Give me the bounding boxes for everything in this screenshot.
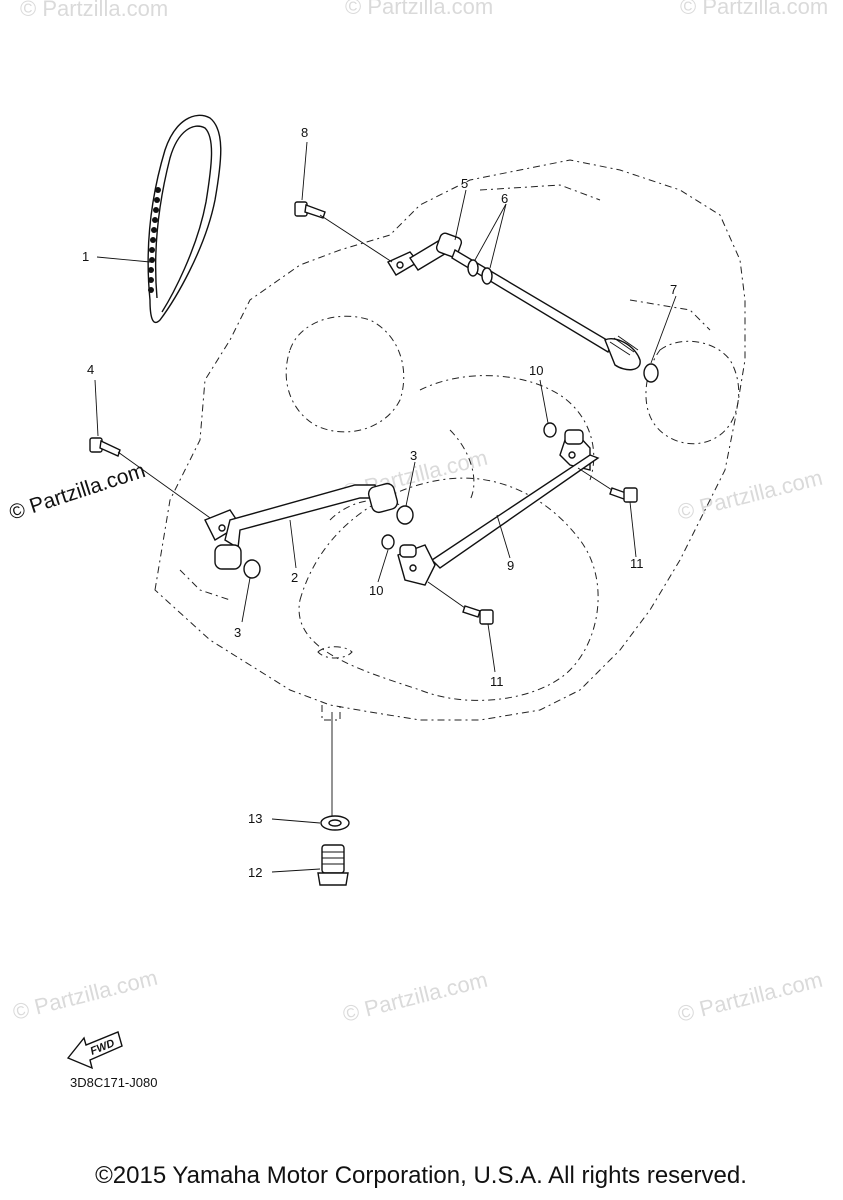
callout-10-bottom: 10 bbox=[369, 583, 383, 598]
watermark-faint: © Partzilla.com bbox=[345, 0, 493, 19]
leader-lines bbox=[94, 141, 677, 873]
callout-1: 1 bbox=[82, 249, 89, 264]
guide-line-4 bbox=[117, 451, 221, 526]
o-ring-3-left bbox=[243, 559, 261, 579]
callout-2: 2 bbox=[291, 570, 298, 585]
gasket-13-hole bbox=[328, 819, 342, 827]
o-ring-7 bbox=[643, 363, 659, 383]
callout-12: 12 bbox=[248, 865, 262, 880]
bolt-11-upper bbox=[609, 487, 638, 503]
oil-delivery-pipe-5 bbox=[386, 232, 641, 371]
callout-11-upper: 11 bbox=[630, 556, 644, 571]
callout-5: 5 bbox=[461, 176, 468, 191]
callout-6: 6 bbox=[501, 191, 508, 206]
watermark-faint: © Partzilla.com bbox=[675, 967, 825, 1027]
o-rings-6 bbox=[467, 259, 493, 285]
watermark-faint: © Partzilla.com bbox=[10, 965, 160, 1025]
bolt-4 bbox=[89, 437, 121, 457]
crankcase-outline bbox=[154, 159, 746, 721]
guide-line-11-lower bbox=[427, 581, 466, 609]
callout-8: 8 bbox=[301, 125, 308, 140]
callout-9: 9 bbox=[507, 558, 514, 573]
callout-4: 4 bbox=[87, 362, 94, 377]
guide-line-11-upper bbox=[577, 467, 613, 491]
callout-13: 13 bbox=[248, 811, 262, 826]
watermarks: © Partzilla.com © Partzilla.com © Partzi… bbox=[10, 0, 828, 1027]
callout-11-lower: 11 bbox=[490, 674, 504, 689]
callout-7: 7 bbox=[670, 282, 677, 297]
callout-labels: 1 2 3 3 4 5 6 7 8 9 10 10 11 11 12 13 bbox=[82, 125, 677, 880]
watermark-faint: © Partzilla.com bbox=[675, 465, 825, 525]
callout-3-right: 3 bbox=[410, 448, 417, 463]
oil-pipe-9 bbox=[397, 429, 600, 586]
bolt-8 bbox=[294, 201, 326, 219]
o-ring-10-top bbox=[543, 422, 557, 438]
guide-line-8 bbox=[319, 214, 393, 263]
o-ring-3-right bbox=[396, 505, 414, 525]
watermark-faint: © Partzilla.com bbox=[680, 0, 828, 19]
diagram-code: 3D8C171-J080 bbox=[70, 1075, 157, 1090]
copyright-footer: ©2015 Yamaha Motor Corporation, U.S.A. A… bbox=[95, 1162, 747, 1189]
callout-3-left: 3 bbox=[234, 625, 241, 640]
watermark-main: © Partzilla.com bbox=[6, 459, 148, 525]
o-ring-10-bottom bbox=[381, 534, 395, 550]
bolt-11-lower bbox=[462, 605, 494, 625]
chain-links bbox=[148, 187, 161, 293]
oil-pipe-2 bbox=[204, 482, 399, 570]
watermark-faint: © Partzilla.com bbox=[340, 967, 490, 1027]
drain-plug-12 bbox=[317, 844, 349, 886]
cam-chain bbox=[147, 114, 222, 324]
watermark-faint: © Partzilla.com bbox=[20, 0, 168, 21]
fwd-arrow-icon: FWD bbox=[66, 1031, 123, 1070]
callout-10-top: 10 bbox=[529, 363, 543, 378]
